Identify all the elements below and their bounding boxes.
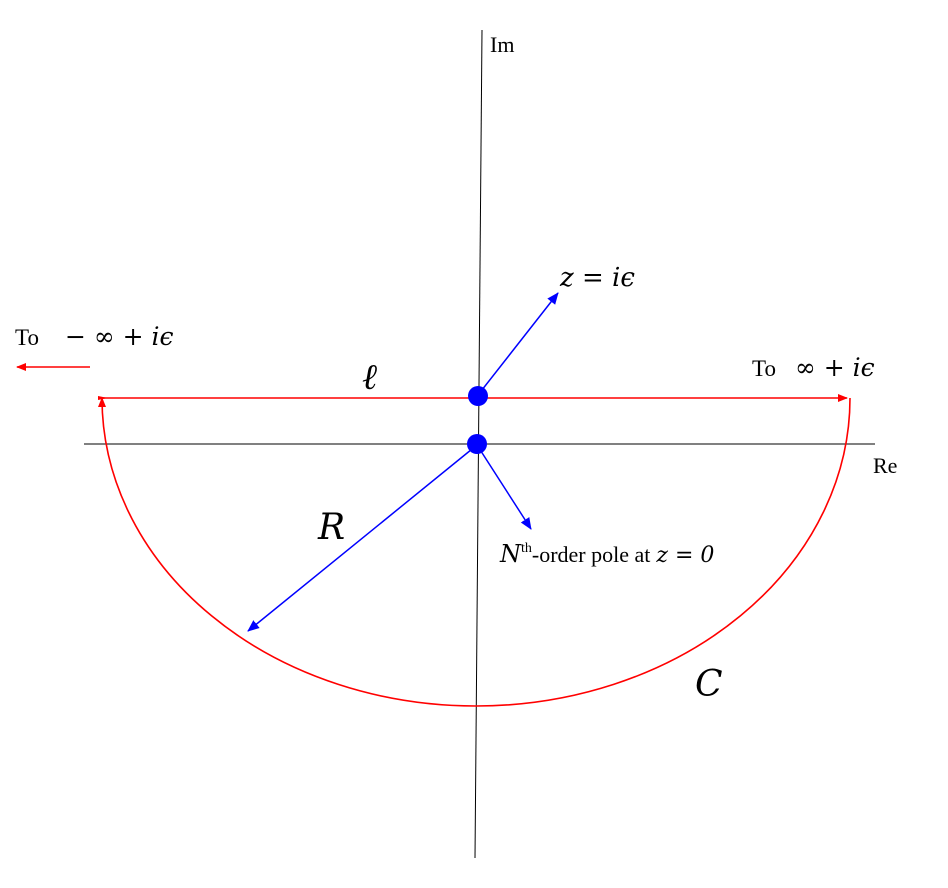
order-pole-text: -order pole at — [532, 542, 651, 567]
left-arrowhead — [98, 396, 108, 400]
radius-label: R — [317, 507, 345, 548]
left-direction-label: − ∞ + iϵ — [65, 322, 174, 351]
order-pole-n: N — [499, 540, 522, 568]
line-label-l: ℓ — [362, 357, 377, 398]
right-direction-label: ∞ + iϵ — [795, 353, 875, 382]
contour-label-c: C — [695, 664, 723, 705]
real-axis-label: Re — [873, 453, 897, 478]
right-direction-prefix: To — [752, 356, 776, 381]
left-direction-prefix: To — [15, 325, 39, 350]
top-pole-label: z = iϵ — [559, 263, 635, 293]
top-pole-arrow — [477, 292, 559, 396]
order-pole-superscript: th — [521, 541, 532, 556]
imaginary-axis-label: Im — [490, 32, 514, 57]
contour-arc-c — [98, 397, 851, 707]
origin-pole-dot — [467, 434, 487, 454]
radius-arrow — [247, 444, 478, 632]
top-pole-dot — [468, 386, 488, 406]
order-pole-eq: z = 0 — [655, 543, 714, 568]
order-pole-arrow — [476, 444, 532, 530]
